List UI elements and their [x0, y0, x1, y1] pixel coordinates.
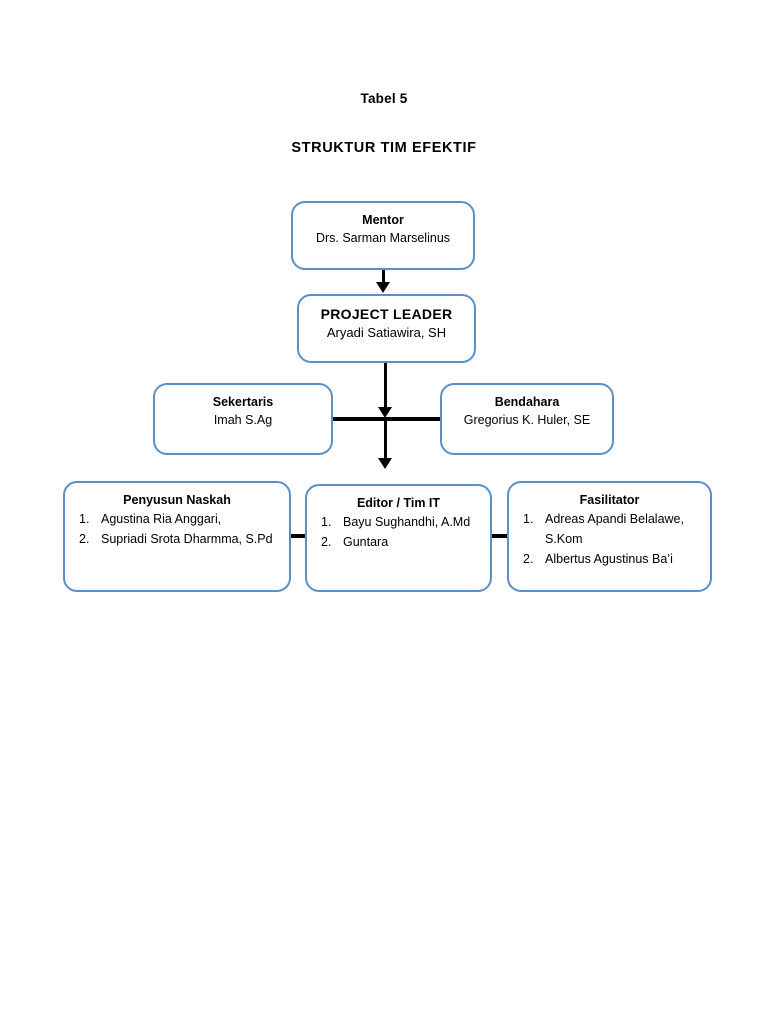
node-fasilitator[interactable]: Fasilitator 1. Adreas Apandi Belalawe, S…	[507, 481, 712, 592]
member-list: 1. Adreas Apandi Belalawe, S.Kom 2. Albe…	[519, 510, 700, 569]
node-sekertaris-title: Sekertaris	[212, 395, 274, 409]
list-item-number: 2.	[79, 531, 90, 546]
node-project-leader-subtitle: Aryadi Satiawira, SH	[326, 325, 447, 341]
list-item-label: Bayu Sughandhi, A.Md	[343, 515, 471, 530]
connector-penyusun-to-editor	[289, 534, 307, 538]
list-item-number: 1.	[79, 512, 90, 527]
node-bendahara-title: Bendahara	[494, 395, 560, 409]
list-item: 2. Supriadi Srota Dharmma, S.Pd	[75, 530, 279, 550]
node-bendahara[interactable]: Bendahara Gregorius K. Huler, SE	[440, 383, 614, 455]
list-item: 2. Guntara	[317, 533, 480, 553]
list-item: 1. Adreas Apandi Belalawe,	[519, 510, 700, 530]
node-sekertaris[interactable]: Sekertaris Imah S.Ag	[153, 383, 333, 455]
arrow-down-icon	[378, 407, 392, 418]
node-fasilitator-title: Fasilitator	[579, 493, 640, 507]
list-item-label: Adreas Apandi Belalawe,	[545, 512, 684, 527]
connector-editor-to-fasilitator	[490, 534, 509, 538]
connector-mentor-to-project-leader	[382, 270, 385, 286]
connector-sekertaris-bendahara	[332, 417, 442, 421]
connector-hub-to-editor	[384, 421, 387, 466]
node-editor-tim-it[interactable]: Editor / Tim IT 1. Bayu Sughandhi, A.Md …	[305, 484, 492, 592]
page-title: STRUKTUR TIM EFEKTIF	[291, 140, 477, 156]
member-list: 1. Bayu Sughandhi, A.Md 2. Guntara	[317, 513, 480, 553]
node-mentor-subtitle: Drs. Sarman Marselinus	[315, 231, 451, 246]
list-item: S.Kom	[519, 530, 700, 550]
list-item-number: 2.	[321, 534, 332, 549]
list-item: 1. Agustina Ria Anggari,	[75, 510, 279, 530]
node-project-leader-title: PROJECT LEADER	[320, 306, 453, 322]
list-item-label: Supriadi Srota Dharmma, S.Pd	[101, 531, 273, 546]
list-item: 1. Bayu Sughandhi, A.Md	[317, 513, 480, 533]
arrow-down-icon	[378, 458, 392, 469]
arrow-down-icon	[376, 282, 390, 293]
node-penyusun-naskah[interactable]: Penyusun Naskah 1. Agustina Ria Anggari,…	[63, 481, 291, 592]
member-list: 1. Agustina Ria Anggari, 2. Supriadi Sro…	[75, 510, 279, 550]
connector-project-leader-to-hub	[384, 363, 387, 411]
node-project-leader[interactable]: PROJECT LEADER Aryadi Satiawira, SH	[297, 294, 476, 363]
list-item-label: Agustina Ria Anggari,	[101, 512, 222, 527]
node-bendahara-subtitle: Gregorius K. Huler, SE	[463, 413, 591, 428]
table-label: Tabel 5	[360, 91, 408, 106]
list-item-number: 1.	[523, 512, 534, 527]
list-item-number: 1.	[321, 515, 332, 530]
node-sekertaris-subtitle: Imah S.Ag	[213, 413, 273, 428]
list-item-label: S.Kom	[545, 531, 583, 546]
list-item-number: 2.	[523, 551, 534, 566]
list-item-label: Guntara	[343, 534, 389, 549]
list-item-label: Albertus Agustinus Ba’i	[545, 551, 673, 566]
node-mentor-title: Mentor	[362, 213, 404, 227]
node-mentor[interactable]: Mentor Drs. Sarman Marselinus	[291, 201, 475, 270]
node-editor-tim-it-title: Editor / Tim IT	[356, 496, 441, 510]
list-item: 2. Albertus Agustinus Ba’i	[519, 550, 700, 570]
node-penyusun-naskah-title: Penyusun Naskah	[123, 493, 231, 507]
